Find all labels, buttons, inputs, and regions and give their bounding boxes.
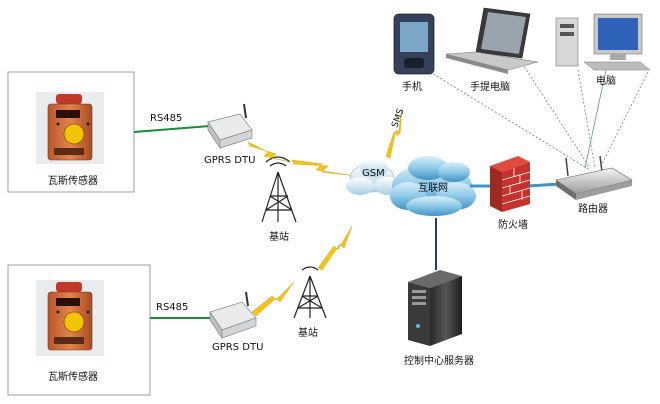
- sms-label: SMS: [390, 107, 406, 129]
- wireless-bolt-icon: [247, 107, 403, 317]
- rs485-label: RS485: [156, 302, 188, 313]
- sensor-label: 瓦斯传感器: [48, 370, 98, 383]
- laptop-icon: [445, 7, 539, 74]
- server-label: 控制中心服务器: [404, 354, 474, 367]
- dtu-label: GPRS DTU: [204, 155, 255, 166]
- gsm-label: GSM: [362, 168, 385, 179]
- internet-label: 互联网: [418, 182, 448, 194]
- sensor-label: 瓦斯传感器: [48, 174, 98, 187]
- base-station-tower-icon: [293, 266, 327, 319]
- desktop-pc-icon: [555, 13, 651, 71]
- sensor-panel-top: 瓦斯传感器: [7, 71, 135, 193]
- router-icon: [555, 155, 633, 200]
- base-station-label: 基站: [269, 230, 289, 243]
- base-station-tower-icon: [261, 156, 297, 223]
- dtu-device-icon: [209, 291, 257, 340]
- gas-sensor-icon: [36, 280, 104, 356]
- rs485-link-top: [133, 125, 211, 133]
- internet-cloud-icon: [390, 156, 476, 216]
- pc-label: 电脑: [596, 74, 616, 87]
- firewall-label: 防火墙: [498, 218, 528, 231]
- sensor-panel-bottom: 瓦斯传感器: [7, 264, 151, 396]
- pc-router-link: [584, 69, 607, 169]
- firewall-router-link: [527, 182, 561, 188]
- gas-sensor-icon: [36, 92, 104, 164]
- firewall-icon: [490, 156, 531, 212]
- rs485-label: RS485: [150, 113, 182, 124]
- laptop-label: 手提电脑: [470, 80, 510, 93]
- dashed-links: [429, 59, 649, 171]
- server-icon: [408, 270, 462, 346]
- base-station-label: 基站: [298, 326, 318, 339]
- dtu-device-icon: [207, 103, 253, 150]
- router-label: 路由器: [578, 202, 608, 215]
- phone-icon: [393, 13, 435, 75]
- dtu-label: GPRS DTU: [212, 342, 263, 353]
- phone-label: 手机: [402, 80, 422, 93]
